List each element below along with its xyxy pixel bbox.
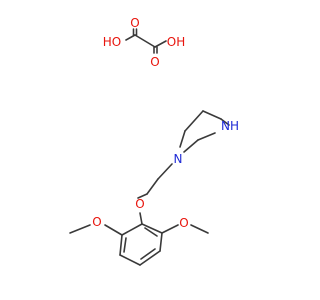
ethyl-linker	[137, 163, 173, 199]
oxalic-acid: HO OH O O	[103, 16, 185, 69]
chemical-structure: HO OH O O NH N O O	[69, 16, 239, 266]
oxalic-carbonyl-right-label: O	[150, 55, 159, 69]
piperazine-n-label: N	[174, 152, 183, 166]
piperazine-nh-label: NH	[221, 119, 239, 133]
oxalic-oh-right-label: OH	[167, 35, 185, 49]
bond-pip-3	[220, 118, 230, 126]
bond-ring-2	[159, 232, 163, 252]
bond-n-ch2	[157, 163, 173, 180]
bond-c-oh-left	[125, 34, 136, 41]
bond-ring-double-3	[123, 237, 127, 253]
bond-o-ring	[139, 212, 143, 225]
bond-ch2-ch2	[146, 178, 159, 195]
methoxy-right: O	[161, 216, 209, 234]
ether-o-label: O	[135, 197, 144, 211]
bond-ring-5	[119, 234, 123, 256]
bond-o-ch3-right	[190, 224, 209, 234]
benzene-ring	[119, 212, 163, 266]
bond-ring-4	[119, 254, 141, 266]
bond-pip-6	[179, 130, 186, 148]
methoxy-left-o-label: O	[92, 215, 101, 229]
piperazine-ring: NH N	[174, 110, 239, 166]
oxalic-carbonyl-left-label: O	[130, 16, 139, 30]
structure-canvas: HO OH O O NH N O O	[69, 16, 239, 266]
bond-pip-5	[184, 110, 204, 132]
bond-c-c-oxalic	[134, 34, 156, 48]
oxalic-oh-left-label: HO	[103, 35, 121, 49]
bond-ring-6	[121, 223, 143, 236]
bond-o-ch3-left	[69, 224, 91, 234]
methoxy-left: O	[69, 215, 123, 236]
bond-ring-3	[139, 250, 161, 266]
bond-ch2-o	[137, 193, 148, 199]
bond-pip-2	[197, 132, 216, 141]
bond-ring-1	[141, 223, 163, 234]
bond-pip-1	[183, 139, 199, 153]
bond-ring-double-1	[144, 227, 158, 237]
bond-c-oh-right	[154, 40, 167, 48]
bond-ring-o-right	[161, 224, 179, 234]
bond-ring-double-2	[140, 248, 156, 260]
bond-pip-4	[202, 110, 222, 120]
bond-ring-o-left	[104, 224, 123, 236]
methoxy-right-o-label: O	[179, 216, 188, 230]
